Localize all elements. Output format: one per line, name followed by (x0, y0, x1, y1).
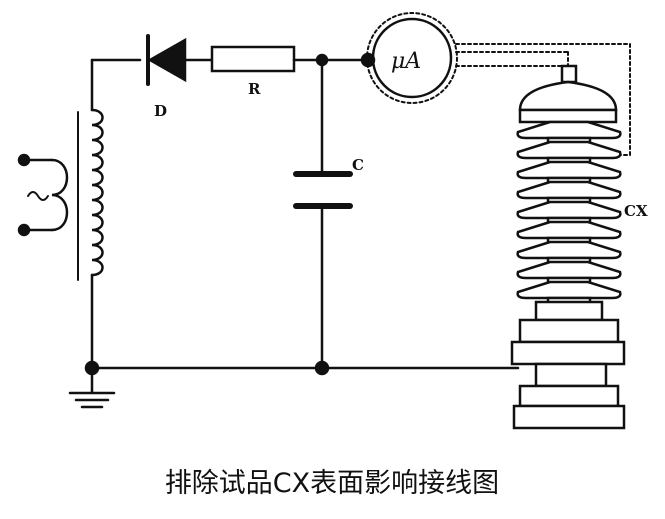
insulator-shed (516, 120, 622, 140)
ground-icon (68, 366, 116, 409)
diode-d (146, 34, 214, 86)
diode-label: D (154, 102, 167, 120)
specimen-label: CX (624, 202, 648, 220)
insulator-shed (516, 140, 622, 160)
insulator-shed (516, 260, 622, 280)
insulator-shed (516, 220, 622, 240)
meter-label: μA (391, 49, 421, 74)
ac-source (17, 153, 69, 237)
microammeter (360, 12, 458, 104)
diagram-caption: 排除试品CX表面影响接线图 (165, 468, 499, 499)
insulator-shed (516, 280, 622, 300)
resistor-label: R (248, 80, 261, 98)
transformer-secondary-coil (90, 108, 104, 277)
insulator-cx (510, 64, 626, 430)
insulator-shed (516, 180, 622, 200)
capacitor-c (293, 58, 353, 370)
resistor-r (210, 45, 296, 73)
insulator-shed (516, 160, 622, 180)
capacitor-label: C (352, 156, 364, 174)
insulator-shed (516, 240, 622, 260)
insulator-shed (516, 200, 622, 220)
ac-symbol-icon (27, 191, 49, 201)
